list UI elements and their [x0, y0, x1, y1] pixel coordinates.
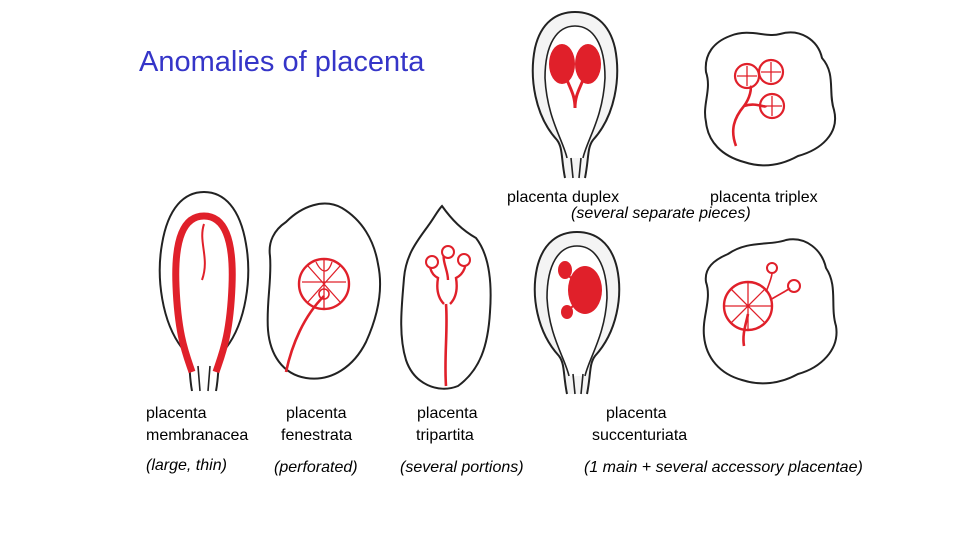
label-tripartita-line2: tripartita [416, 427, 474, 444]
label-fenestrata-note: (perforated) [274, 459, 358, 476]
placenta-membranacea-illustration [158, 190, 250, 392]
label-tripartita-line1: placenta [417, 405, 478, 422]
label-fenestrata-line2: fenestrata [281, 427, 353, 444]
placenta-succenturiata-uterus-illustration [533, 230, 621, 395]
label-succenturiata-line2: succenturiata [592, 427, 688, 444]
page-title: Anomalies of placenta [139, 46, 425, 78]
placenta-fenestrata-illustration [266, 202, 382, 380]
label-succenturiata-note: (1 main + several accessory placentae) [584, 459, 863, 476]
label-succenturiata-line1: placenta [606, 405, 667, 422]
label-fenestrata-line1: placenta [286, 405, 347, 422]
placenta-tripartita-illustration [400, 204, 492, 390]
placenta-succenturiata-illustration [702, 238, 838, 385]
label-membranacea-line1: placenta [146, 405, 207, 422]
label-placenta-triplex: placenta triplex [710, 189, 818, 206]
label-duplex-triplex-note: (several separate pieces) [571, 205, 751, 222]
label-tripartita-note: (several portions) [400, 459, 524, 476]
label-membranacea-note: (large, thin) [146, 457, 227, 474]
label-placenta-duplex: placenta duplex [507, 189, 620, 206]
placenta-duplex-illustration [531, 10, 619, 179]
placenta-triplex-illustration [704, 31, 837, 167]
label-membranacea-line2: membranacea [146, 427, 249, 444]
